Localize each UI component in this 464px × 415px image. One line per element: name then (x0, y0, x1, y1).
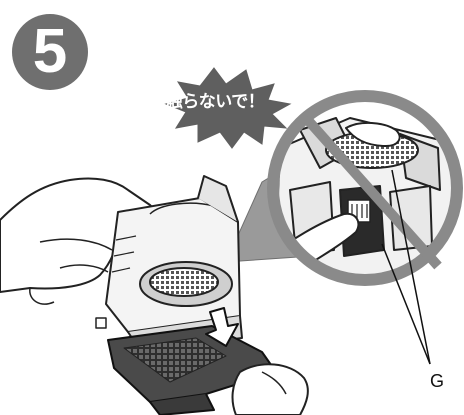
do-not-touch-warning: 触らないで！ (148, 90, 282, 114)
step-number-badge: 5 (12, 14, 88, 90)
magnified-view (268, 96, 464, 290)
print-head-nozzles (150, 268, 218, 296)
right-hand (233, 364, 308, 415)
callout-label-g: G (427, 370, 447, 392)
